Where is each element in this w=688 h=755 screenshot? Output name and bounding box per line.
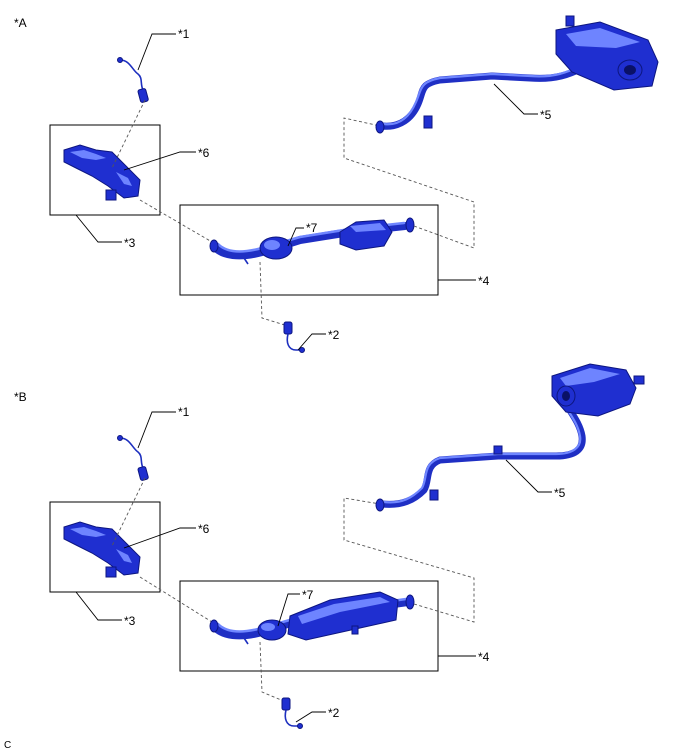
callout-b-7: *7 bbox=[302, 588, 314, 602]
catalytic-box-b bbox=[179, 580, 439, 672]
callout-b-2: *2 bbox=[328, 706, 340, 720]
catalytic-box-a bbox=[179, 204, 439, 296]
callout-b-3: *3 bbox=[124, 614, 136, 628]
callout-b-6: *6 bbox=[198, 522, 210, 536]
manifold-box-a bbox=[49, 124, 161, 216]
exhaust-manifold-b bbox=[63, 521, 141, 578]
lower-oxygen-sensor-b bbox=[281, 697, 303, 729]
callout-a-3: *3 bbox=[124, 236, 136, 250]
callout-a-6: *6 bbox=[198, 146, 210, 160]
tail-pipe-muffler-a bbox=[375, 15, 659, 134]
front-pipe-catalytic-a bbox=[209, 217, 415, 265]
callout-a-1: *1 bbox=[178, 27, 190, 41]
callout-b-4: *4 bbox=[478, 650, 490, 664]
lower-oxygen-sensor-a bbox=[283, 321, 305, 353]
callout-b-5: *5 bbox=[554, 486, 566, 500]
front-pipe-catalytic-b bbox=[209, 591, 415, 645]
diagram-b-label: *B bbox=[14, 390, 27, 404]
exhaust-manifold-a bbox=[63, 144, 141, 201]
diagram-a: *A *1 *6 *3 bbox=[14, 15, 659, 353]
callout-a-4: *4 bbox=[478, 274, 490, 288]
callout-a-2: *2 bbox=[328, 328, 340, 342]
callout-a-5: *5 bbox=[540, 108, 552, 122]
figure-code: C bbox=[4, 740, 11, 751]
diagram-b: *B *1 *6 *3 bbox=[14, 363, 645, 729]
tail-pipe-muffler-b bbox=[375, 363, 645, 512]
manifold-box-b bbox=[49, 501, 161, 593]
upper-oxygen-sensor: *1 bbox=[117, 27, 190, 103]
upper-oxygen-sensor-b: *1 bbox=[117, 405, 190, 481]
callout-b-1: *1 bbox=[178, 405, 190, 419]
diagram-a-label: *A bbox=[14, 16, 27, 30]
callout-a-7: *7 bbox=[306, 221, 318, 235]
